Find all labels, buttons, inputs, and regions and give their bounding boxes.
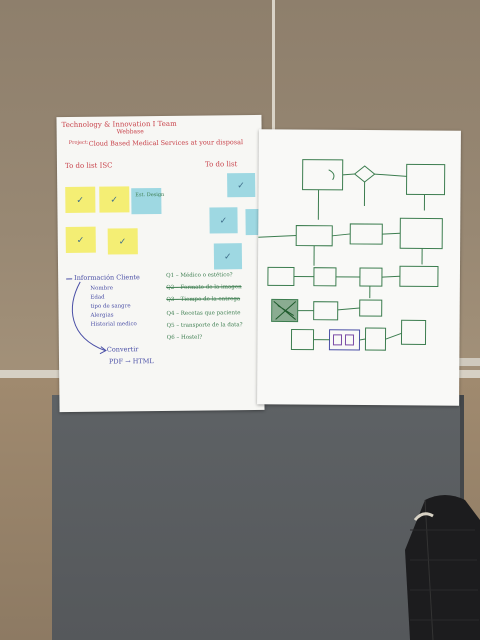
whiteboard-stand — [52, 395, 462, 640]
flow-node — [295, 225, 333, 247]
flow-node — [349, 223, 383, 245]
flow-decision — [353, 165, 376, 183]
flowchart — [258, 159, 446, 351]
flow-node — [359, 299, 383, 317]
person-jacket — [405, 495, 480, 640]
flow-node — [399, 217, 443, 250]
flipchart-sheet-right — [257, 129, 461, 406]
flow-node — [364, 327, 387, 351]
flow-node — [399, 265, 439, 288]
flow-node — [400, 319, 427, 345]
flow-node — [359, 267, 383, 287]
flow-node — [313, 267, 337, 287]
flow-node — [290, 329, 315, 351]
flow-node — [406, 163, 446, 196]
flow-node — [313, 301, 339, 321]
info-arrow — [66, 278, 107, 355]
flow-node — [267, 266, 295, 287]
flow-node — [302, 159, 344, 191]
wall-trim-right — [458, 358, 480, 366]
flipchart-sheet-left: Technology & Innovation I Team Webbase P… — [56, 114, 265, 413]
